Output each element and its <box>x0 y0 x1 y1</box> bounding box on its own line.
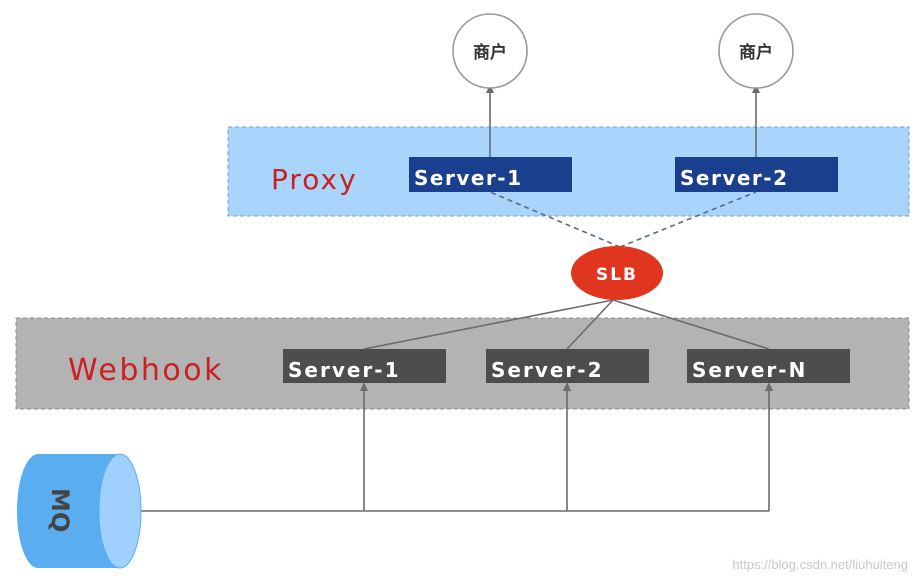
webhook-server-1: Server-1 <box>283 349 446 383</box>
slb-node: SLB <box>571 246 663 300</box>
webhook-layer-title: Webhook <box>68 353 224 388</box>
webhook-server-label: Server-N <box>692 358 807 382</box>
mq-label: MQ <box>46 488 74 532</box>
proxy-server-label: Server-2 <box>680 166 789 190</box>
webhook-server-n: Server-N <box>687 349 850 383</box>
slb-label: SLB <box>596 265 638 285</box>
merchant-node-1: 商户 <box>452 13 528 89</box>
webhook-server-label: Server-2 <box>491 358 604 382</box>
proxy-server-2: Server-2 <box>675 157 838 192</box>
merchant-node-2: 商户 <box>718 13 794 89</box>
webhook-server-2: Server-2 <box>486 349 649 383</box>
proxy-server-1: Server-1 <box>409 157 572 192</box>
mq-queue: MQ <box>17 453 142 569</box>
watermark-text: https://blog.csdn.net/liuhuiteng <box>732 557 908 572</box>
line-slb-to-webhook2 <box>566 299 614 350</box>
proxy-layer-title: Proxy <box>271 163 358 196</box>
line-slb-to-webhookN <box>612 299 770 350</box>
dashed-slb-to-proxy1 <box>489 191 621 248</box>
dashed-slb-to-proxy2 <box>619 191 757 248</box>
proxy-server-label: Server-1 <box>414 166 523 190</box>
line-slb-to-webhook1 <box>363 299 614 350</box>
webhook-server-label: Server-1 <box>288 358 401 382</box>
merchant-label: 商户 <box>473 42 507 63</box>
merchant-label: 商户 <box>739 42 773 63</box>
